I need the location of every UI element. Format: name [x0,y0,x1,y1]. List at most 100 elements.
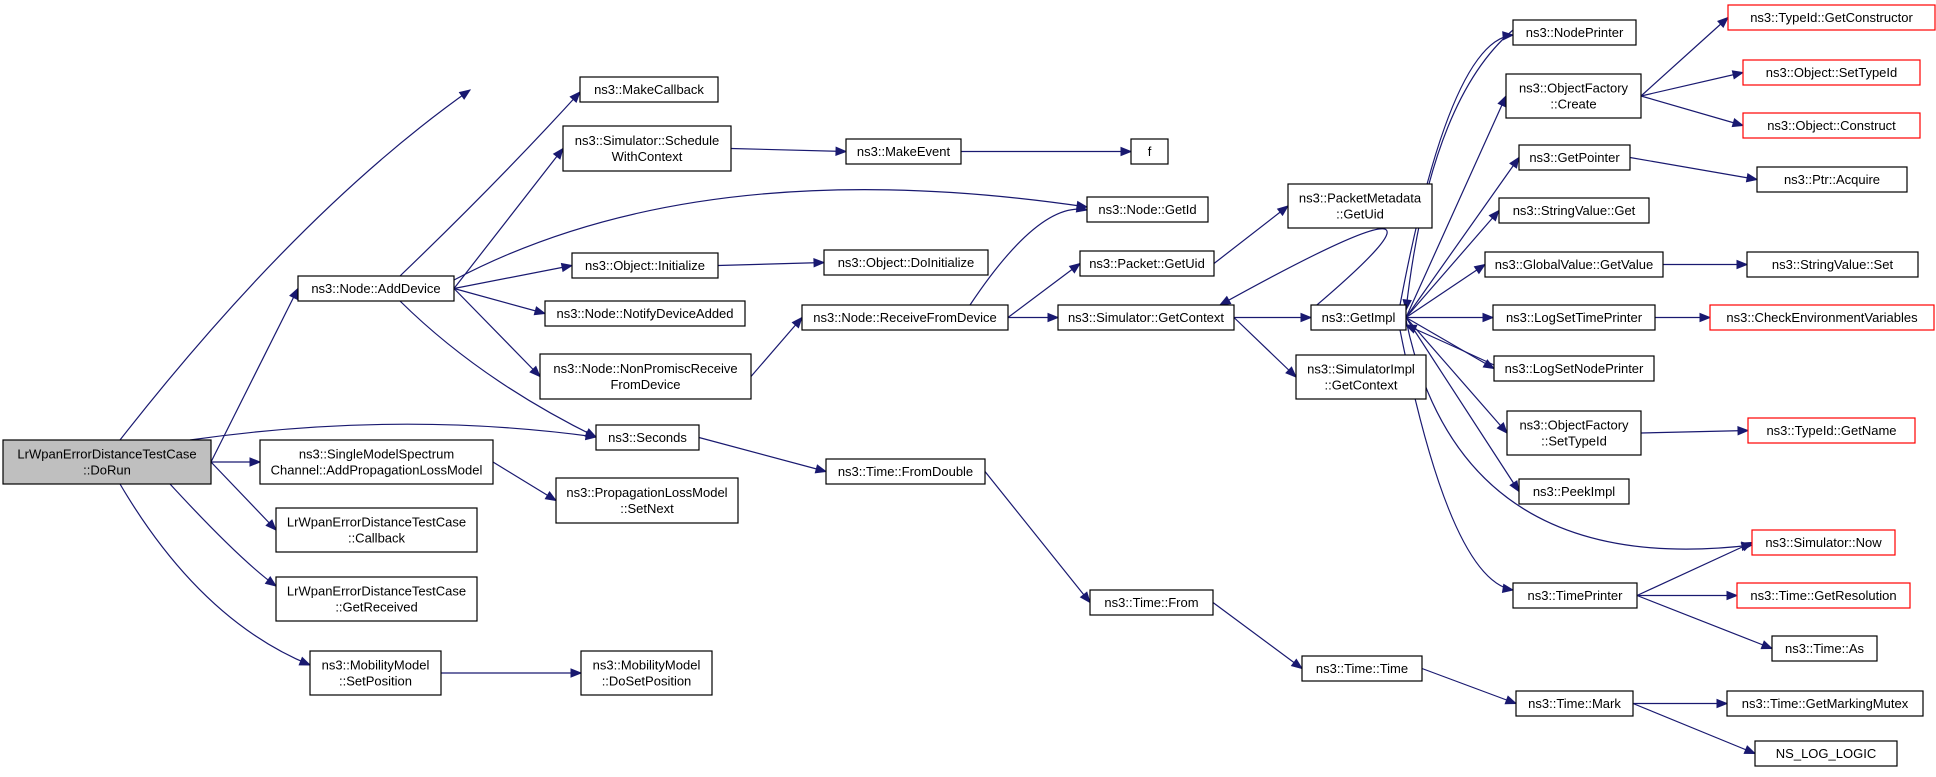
node-packetgetuid[interactable]: ns3::Packet::GetUid [1079,250,1215,277]
node-dosetpos[interactable]: ns3::MobilityModel::DoSetPosition [580,650,713,696]
node-checkenv[interactable]: ns3::CheckEnvironmentVariables [1709,304,1935,331]
node-addprop[interactable]: ns3::SingleModelSpectrumChannel::AddProp… [259,439,494,485]
node-timeas[interactable]: ns3::Time::As [1771,635,1878,662]
node-box[interactable] [1057,304,1235,331]
node-dorun[interactable]: LrWpanErrorDistanceTestCase::DoRun [2,439,212,485]
node-box[interactable] [2,439,212,485]
node-box[interactable] [1736,582,1911,609]
node-nodeprinter[interactable]: ns3::NodePrinter [1512,19,1637,46]
node-callback[interactable]: LrWpanErrorDistanceTestCase::Callback [275,507,478,553]
node-objconstruct[interactable]: ns3::Object::Construct [1742,112,1921,139]
node-box[interactable] [1746,251,1919,278]
node-box[interactable] [1130,138,1169,165]
node-setnext[interactable]: ns3::PropagationLossModel::SetNext [555,477,739,524]
node-box[interactable] [571,252,719,279]
node-makecallback[interactable]: ns3::MakeCallback [579,76,719,103]
node-nslogic[interactable]: NS_LOG_LOGIC [1754,740,1898,767]
node-box[interactable] [1742,59,1921,86]
node-getimpl[interactable]: ns3::GetImpl [1310,304,1407,331]
node-setposition[interactable]: ns3::MobilityModel::SetPosition [309,650,442,696]
node-simimplctx[interactable]: ns3::SimulatorImpl::GetContext [1295,354,1427,400]
node-box[interactable] [1295,354,1427,400]
node-getreceived[interactable]: LrWpanErrorDistanceTestCase::GetReceived [275,576,478,622]
node-timegetres[interactable]: ns3::Time::GetResolution [1736,582,1911,609]
node-box[interactable] [801,304,1009,331]
node-box[interactable] [1518,478,1630,505]
node-timefrom[interactable]: ns3::Time::From [1089,589,1214,616]
node-box[interactable] [1086,196,1209,223]
node-box[interactable] [1515,690,1634,717]
node-box[interactable] [1512,19,1637,46]
node-nodegetid[interactable]: ns3::Node::GetId [1086,196,1209,223]
node-getpointer[interactable]: ns3::GetPointer [1518,144,1631,171]
node-logsetnode[interactable]: ns3::LogSetNodePrinter [1493,355,1655,382]
node-seconds[interactable]: ns3::Seconds [595,424,700,451]
node-gvgetvalue[interactable]: ns3::GlobalValue::GetValue [1484,251,1664,278]
node-ofsettypeid[interactable]: ns3::ObjectFactory::SetTypeId [1506,410,1642,456]
node-box[interactable] [823,249,989,276]
node-box[interactable] [544,300,746,327]
node-box[interactable] [1709,304,1935,331]
node-simnow[interactable]: ns3::Simulator::Now [1751,529,1896,556]
node-box[interactable] [580,650,713,696]
node-box[interactable] [1492,304,1656,331]
node-box[interactable] [275,576,478,622]
node-timemark[interactable]: ns3::Time::Mark [1515,690,1634,717]
node-timetime[interactable]: ns3::Time::Time [1301,655,1423,682]
node-getctor[interactable]: ns3::TypeId::GetConstructor [1727,4,1936,31]
node-box[interactable] [1726,690,1924,717]
node-box[interactable] [1089,589,1214,616]
node-box[interactable] [562,125,732,172]
node-box[interactable] [1742,112,1921,139]
node-box[interactable] [275,507,478,553]
node-box[interactable] [297,275,455,302]
node-ptracquire[interactable]: ns3::Ptr::Acquire [1756,166,1908,193]
node-box[interactable] [1727,4,1936,31]
node-getmarkmutex[interactable]: ns3::Time::GetMarkingMutex [1726,690,1924,717]
node-box[interactable] [1484,251,1664,278]
node-box[interactable] [259,439,494,485]
node-box[interactable] [309,650,442,696]
node-box[interactable] [555,477,739,524]
node-timeprinter[interactable]: ns3::TimePrinter [1512,582,1638,609]
node-fromdouble[interactable]: ns3::Time::FromDouble [825,458,986,485]
node-adddevice[interactable]: ns3::Node::AddDevice [297,275,455,302]
node-box[interactable] [1506,410,1642,456]
node-simgetctx[interactable]: ns3::Simulator::GetContext [1057,304,1235,331]
node-box[interactable] [1310,304,1407,331]
node-box[interactable] [1301,655,1423,682]
node-box[interactable] [1505,73,1642,119]
node-box[interactable] [1512,582,1638,609]
node-box[interactable] [579,76,719,103]
node-peekimpl[interactable]: ns3::PeekImpl [1518,478,1630,505]
node-objsettypeid[interactable]: ns3::Object::SetTypeId [1742,59,1921,86]
node-logsettime[interactable]: ns3::LogSetTimePrinter [1492,304,1656,331]
node-f[interactable]: f [1130,138,1169,165]
node-box[interactable] [1747,417,1916,444]
node-stringset[interactable]: ns3::StringValue::Set [1746,251,1919,278]
node-box[interactable] [595,424,700,451]
node-notify[interactable]: ns3::Node::NotifyDeviceAdded [544,300,746,327]
node-doinit[interactable]: ns3::Object::DoInitialize [823,249,989,276]
node-box[interactable] [1771,635,1878,662]
node-box[interactable] [1751,529,1896,556]
node-box[interactable] [1287,183,1433,229]
node-box[interactable] [1079,250,1215,277]
node-box[interactable] [1498,197,1650,224]
node-makeevent[interactable]: ns3::MakeEvent [845,138,962,165]
node-stringget[interactable]: ns3::StringValue::Get [1498,197,1650,224]
node-recvfromdev[interactable]: ns3::Node::ReceiveFromDevice [801,304,1009,331]
node-box[interactable] [1493,355,1655,382]
node-box[interactable] [845,138,962,165]
node-typeidgetname[interactable]: ns3::TypeId::GetName [1747,417,1916,444]
node-objinit[interactable]: ns3::Object::Initialize [571,252,719,279]
node-box[interactable] [1756,166,1908,193]
node-box[interactable] [1754,740,1898,767]
node-box[interactable] [1518,144,1631,171]
node-objfactcreate[interactable]: ns3::ObjectFactory::Create [1505,73,1642,119]
node-pktmeta[interactable]: ns3::PacketMetadata::GetUid [1287,183,1433,229]
node-box[interactable] [825,458,986,485]
node-box[interactable] [539,353,752,400]
